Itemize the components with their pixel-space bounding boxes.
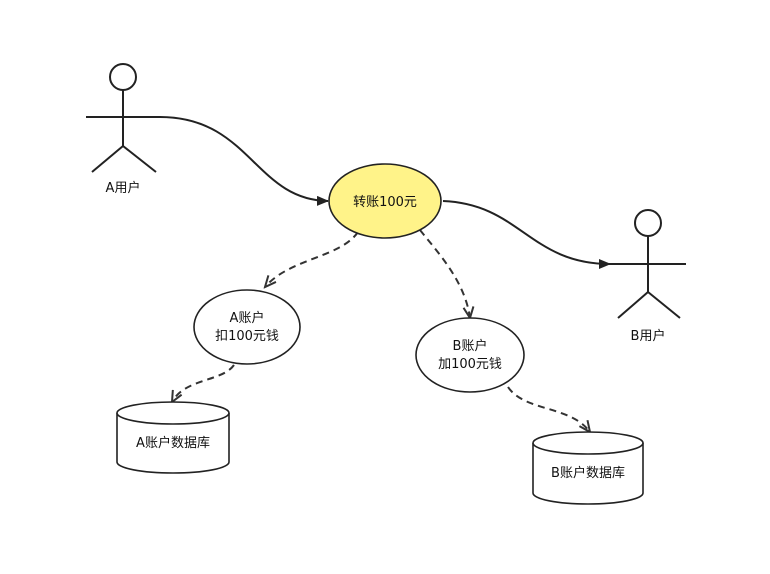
edge-transfer-to-user-b (442, 200, 611, 269)
account-a-line1: A账户 (230, 310, 265, 326)
account-b-line2: 加100元钱 (438, 357, 502, 372)
db-b-label: B账户数据库 (551, 465, 625, 481)
account-b-line1: B账户 (453, 338, 488, 354)
actor-a-leg-right (122, 145, 157, 173)
account-a-ellipse (193, 289, 301, 365)
actor-user-b: B用户 (610, 209, 686, 344)
edge-account-a-to-db-a (172, 364, 235, 402)
db-a-body (116, 413, 230, 474)
node-account-b: B账户 加100元钱 (415, 317, 525, 393)
actor-b-head (634, 209, 662, 237)
actor-a-head (109, 63, 137, 91)
edge-account-b-to-db-b (507, 386, 590, 432)
database-a: A账户数据库 (116, 401, 230, 474)
actor-user-a: A用户 (86, 63, 160, 196)
edge-transfer-to-account-b (419, 229, 470, 318)
node-account-a: A账户 扣100元钱 (193, 289, 301, 365)
actor-b-leg-left (617, 291, 649, 319)
actor-b-label: B用户 (631, 328, 666, 344)
account-b-ellipse (415, 317, 525, 393)
edge-transfer-to-account-a (265, 231, 359, 287)
transfer-ellipse (328, 163, 442, 239)
db-a-top (116, 401, 230, 425)
edge-user-a-to-transfer (159, 116, 329, 206)
actor-a-leg-left (91, 145, 124, 173)
db-b-body (532, 443, 644, 505)
db-a-label: A账户数据库 (136, 435, 210, 451)
db-b-top (532, 431, 644, 455)
node-transfer: 转账100元 (328, 163, 442, 239)
account-a-line2: 扣100元钱 (215, 329, 279, 344)
database-b: B账户数据库 (532, 431, 644, 505)
actor-a-label: A用户 (106, 180, 141, 196)
actor-b-leg-right (647, 291, 681, 319)
transfer-label: 转账100元 (353, 195, 417, 210)
